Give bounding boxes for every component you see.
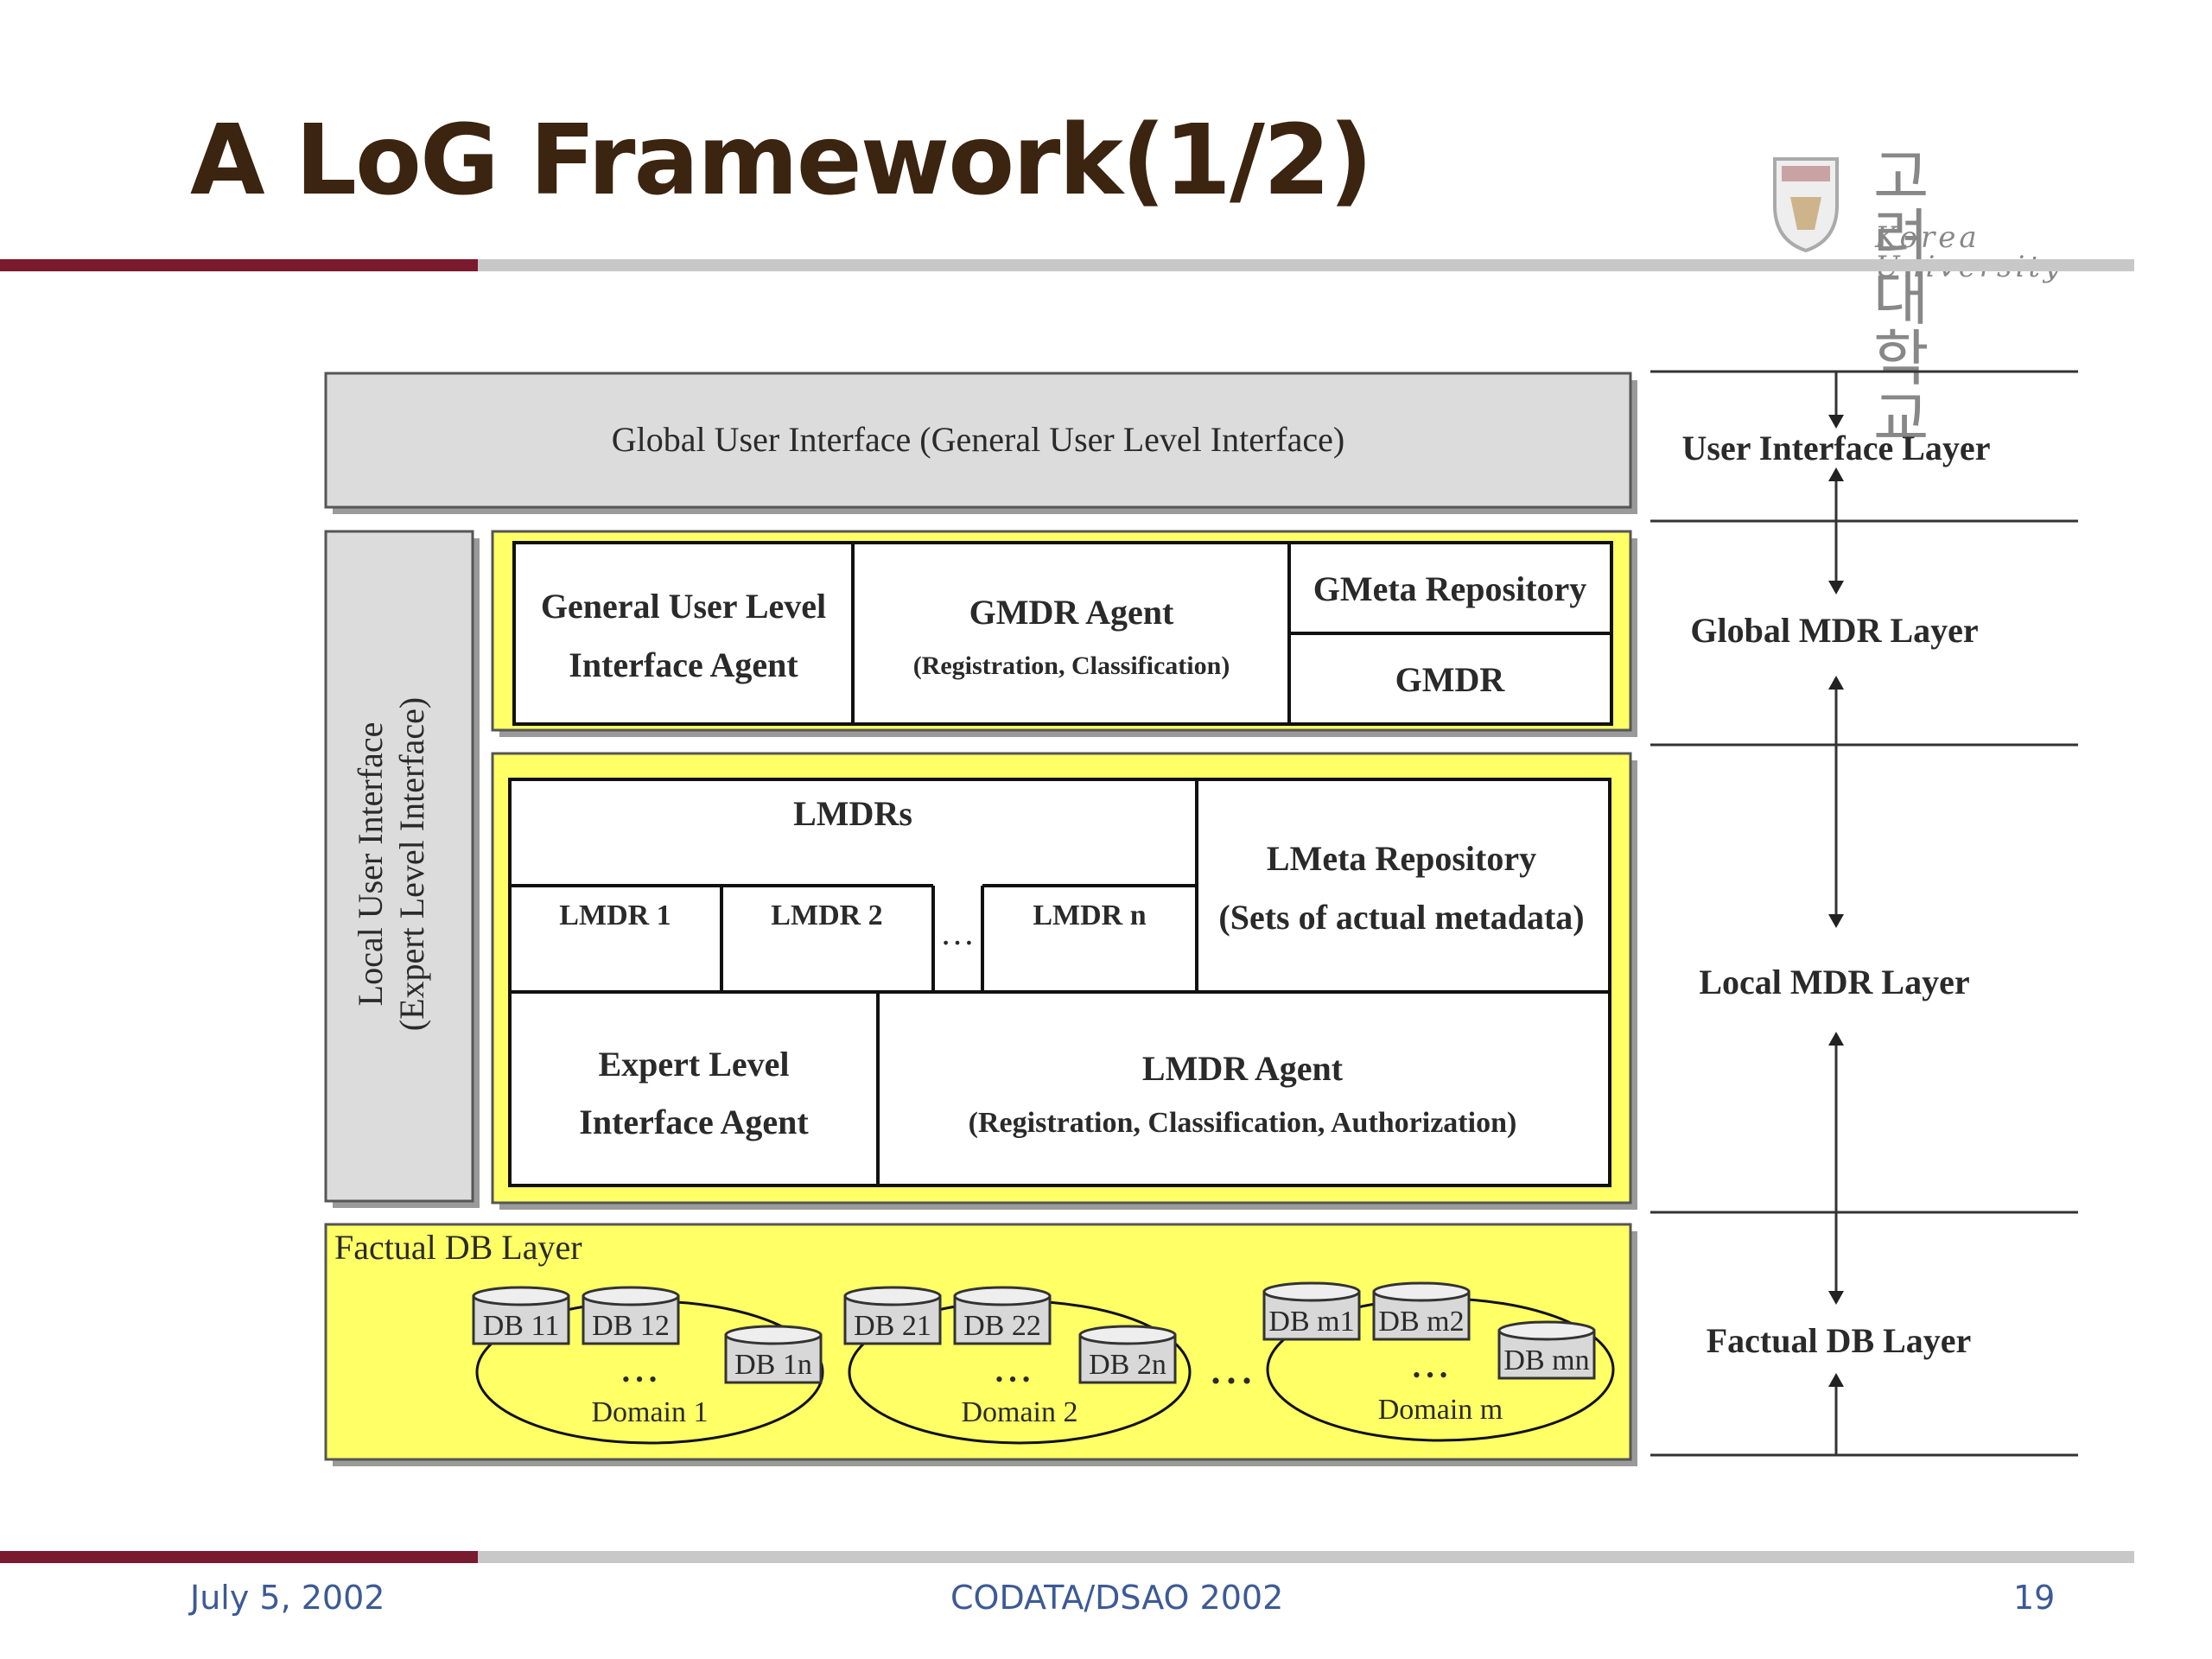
domain-group-3: DB m1 DB m2 DB mn • • • Domain m [1262, 1281, 1615, 1442]
expert-agent-line2: Interface Agent [579, 1103, 809, 1141]
domain-label: Domain 2 [961, 1396, 1077, 1428]
logo-korean-text: 고려대학교 [1873, 142, 1929, 454]
database-icon [1372, 1281, 1471, 1341]
domain-group-1: DB 11 DB 12 DB 1n • • • Domain 1 [472, 1286, 824, 1445]
db-label: DB mn [1503, 1344, 1589, 1376]
general-agent-line2: Interface Agent [569, 645, 798, 684]
database-icon [953, 1286, 1052, 1345]
database-icon [1262, 1281, 1361, 1341]
domain-group-2: DB 21 DB 22 DB 2n • • • Domain 2 [843, 1286, 1192, 1445]
between-domains-dots: • • • [1211, 1367, 1252, 1395]
lmdr-agent-title: LMDR Agent [1142, 1049, 1344, 1088]
footer-date: July 5, 2002 [190, 1579, 385, 1617]
expert-agent-line1: Expert Level [598, 1045, 789, 1084]
factual-db-label: Factual DB Layer [334, 1228, 582, 1267]
database-icon [843, 1286, 942, 1345]
local-ui-label-line1: Local User Interface [351, 722, 390, 1007]
arrow-down-icon [1828, 914, 1844, 928]
lmdr-1: LMDR 1 [559, 899, 671, 931]
arrow-down-icon [1828, 1291, 1844, 1305]
db-label: DB 2n [1089, 1349, 1166, 1381]
layer-label-factual-db: Factual DB Layer [1707, 1321, 1972, 1360]
database-icon [724, 1325, 823, 1384]
database-icon [472, 1286, 570, 1345]
gmdr-agent-sub: (Registration, Classification) [913, 652, 1230, 680]
db-label: DB 11 [483, 1310, 559, 1342]
layer-column [1650, 370, 2078, 1457]
lmeta-sub: (Sets of actual metadata) [1218, 898, 1584, 937]
db-label: DB m2 [1378, 1306, 1464, 1338]
lmdr-2: LMDR 2 [771, 899, 882, 931]
header-rule-gray [478, 259, 2134, 271]
global-ui-box: Global User Interface (General User Leve… [324, 372, 1632, 509]
local-mdr-box: LMDRs LMDR 1 LMDR 2 … LMDR n LMeta Repos… [491, 752, 1632, 1205]
layer-label-global-mdr: Global MDR Layer [1690, 611, 1978, 650]
layer-label-local-mdr: Local MDR Layer [1699, 963, 1969, 1001]
arrow-up-icon [1828, 467, 1844, 481]
db-label: DB 1n [734, 1349, 812, 1381]
domain-dots: • • • [622, 1367, 657, 1392]
database-icon [582, 1286, 680, 1345]
db-label: DB 22 [963, 1310, 1041, 1342]
gmdr: GMDR [1395, 660, 1506, 699]
db-label: DB 12 [592, 1310, 670, 1342]
layer-label-user-interface: User Interface Layer [1682, 429, 1991, 467]
local-ui-label-line2: (Expert Level Interface) [392, 697, 431, 1031]
database-icon [1497, 1320, 1596, 1380]
global-mdr-box: General User Level Interface Agent GMDR … [491, 530, 1632, 732]
local-ui-box: Local User Interface (Expert Level Inter… [324, 530, 474, 1203]
lmdr-agent-sub: (Registration, Classification, Authoriza… [969, 1107, 1517, 1139]
footer-rule-accent [0, 1551, 478, 1563]
domain-dots: • • • [1413, 1363, 1447, 1388]
header-rule-accent [0, 259, 478, 271]
database-icon [1078, 1325, 1177, 1384]
crest-icon [1773, 157, 1839, 253]
domain-label: Domain m [1378, 1394, 1503, 1426]
footer-rule-gray [478, 1551, 2134, 1563]
lmeta-title: LMeta Repository [1267, 839, 1536, 878]
arrow-up-icon [1828, 1032, 1844, 1046]
arrow-down-icon [1828, 415, 1844, 429]
gmdr-agent-title: GMDR Agent [969, 593, 1174, 632]
footer-page-number: 19 [2013, 1579, 2056, 1617]
arrow-up-icon [1828, 676, 1844, 690]
arrow-down-icon [1828, 581, 1844, 594]
gmeta-repository: GMeta Repository [1313, 569, 1587, 608]
factual-db-box: Factual DB Layer DB 11 DB 12 DB 1n • • •… [324, 1223, 1632, 1461]
lmdrs-label: LMDRs [793, 794, 912, 833]
domain-label: Domain 1 [591, 1396, 708, 1428]
global-ui-label: Global User Interface (General User Leve… [612, 420, 1344, 459]
slide-title: A LoG Framework(1/2) [190, 105, 1373, 217]
general-agent-line1: General User Level [541, 587, 826, 626]
footer-conference: CODATA/DSAO 2002 [950, 1579, 1284, 1617]
domain-dots: • • • [995, 1367, 1030, 1392]
lmdr-dots: … [940, 913, 975, 952]
db-label: DB m1 [1268, 1306, 1354, 1338]
db-label: DB 21 [854, 1310, 931, 1342]
arrow-up-icon [1828, 1373, 1844, 1387]
lmdr-n: LMDR n [1033, 899, 1146, 931]
